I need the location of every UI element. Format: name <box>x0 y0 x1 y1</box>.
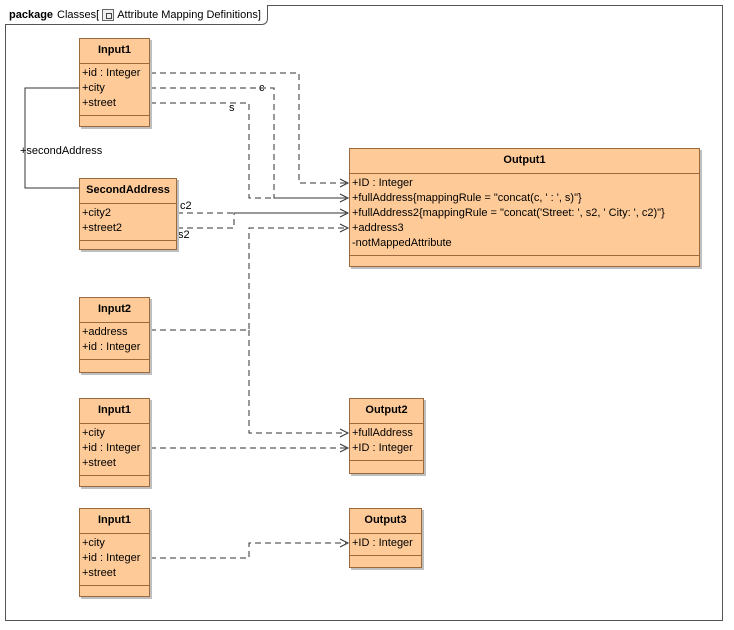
attribute: +id : Integer <box>82 341 141 353</box>
association-role-label: +secondAddress <box>20 145 103 157</box>
attribute: +ID : Integer <box>352 442 413 454</box>
class-name: Output2 <box>350 399 423 424</box>
mapping-street-s <box>150 102 346 199</box>
arrowhead-output3-id <box>339 538 350 548</box>
class-name: Output1 <box>350 149 699 174</box>
attribute: +fullAddress <box>352 427 413 439</box>
class-name: SecondAddress <box>80 179 176 204</box>
attribute: +id : Integer <box>82 552 141 564</box>
class-second-address[interactable]: SecondAddress +city2 +street2 <box>79 178 177 250</box>
label-c2: c2 <box>180 200 192 212</box>
arrowhead-output1-fulladdress <box>339 193 350 203</box>
arrowhead-output1-id <box>339 178 350 188</box>
attribute: +city <box>82 537 105 549</box>
class-name: Input2 <box>80 298 149 323</box>
arrowhead-output2-fulladdress <box>339 428 350 438</box>
label-s2: s2 <box>178 229 190 241</box>
diagram-frame <box>5 5 723 621</box>
attribute: +street <box>82 457 116 469</box>
arrowhead-output1-address3 <box>339 223 350 233</box>
attribute: +city <box>82 82 105 94</box>
diagram-name: Attribute Mapping Definitions <box>117 8 258 21</box>
class-output3[interactable]: Output3 +ID : Integer <box>349 508 422 568</box>
attribute: +id : Integer <box>82 442 141 454</box>
class-input1-bottom[interactable]: Input1 +city +id : Integer +street <box>79 508 150 597</box>
attribute: +fullAddress2{mappingRule = "concat('Str… <box>352 207 665 219</box>
package-name: Classes <box>57 8 97 21</box>
attribute: +street2 <box>82 222 123 234</box>
arrowhead-output1-fulladdress2 <box>339 208 350 218</box>
attribute: +address3 <box>352 222 404 234</box>
package-keyword: package <box>9 8 54 21</box>
diagram-icon <box>102 8 115 21</box>
mapping-street2-s2 <box>177 212 346 229</box>
attribute: +fullAddress{mappingRule = "concat(c, ' … <box>352 192 582 204</box>
association-second-address <box>24 87 80 189</box>
attribute: +street <box>82 567 116 579</box>
label-s: s <box>229 102 235 114</box>
class-name: Output3 <box>350 509 421 534</box>
attribute: +address <box>82 326 128 338</box>
class-input2[interactable]: Input2 +address +id : Integer <box>79 297 150 373</box>
class-output1[interactable]: Output1 +ID : Integer +fullAddress{mappi… <box>349 148 700 267</box>
label-c: c <box>259 82 265 94</box>
class-name: Input1 <box>80 39 149 64</box>
mapping-address-fulladdress <box>248 330 346 434</box>
attribute: +street <box>82 97 116 109</box>
mapping-city-c <box>150 87 346 199</box>
attribute: +ID : Integer <box>352 537 413 549</box>
attribute: +city <box>82 427 105 439</box>
attribute: +id : Integer <box>82 67 141 79</box>
class-name: Input1 <box>80 509 149 534</box>
class-input1-middle[interactable]: Input1 +city +id : Integer +street <box>79 398 150 487</box>
package-tab: package Classes [ Attribute Mapping Defi… <box>5 5 268 25</box>
class-name: Input1 <box>80 399 149 424</box>
attribute: +city2 <box>82 207 112 219</box>
mapping-id-to-output1 <box>150 72 346 184</box>
attribute: +ID : Integer <box>352 177 413 189</box>
arrowhead-output2-id <box>339 443 350 453</box>
class-input1-top[interactable]: Input1 +id : Integer +city +street <box>79 38 150 127</box>
mapping-id-to-output3 <box>150 542 346 559</box>
attribute: -notMappedAttribute <box>352 237 452 249</box>
mapping-address-address3 <box>150 227 346 331</box>
class-output2[interactable]: Output2 +fullAddress +ID : Integer <box>349 398 424 474</box>
